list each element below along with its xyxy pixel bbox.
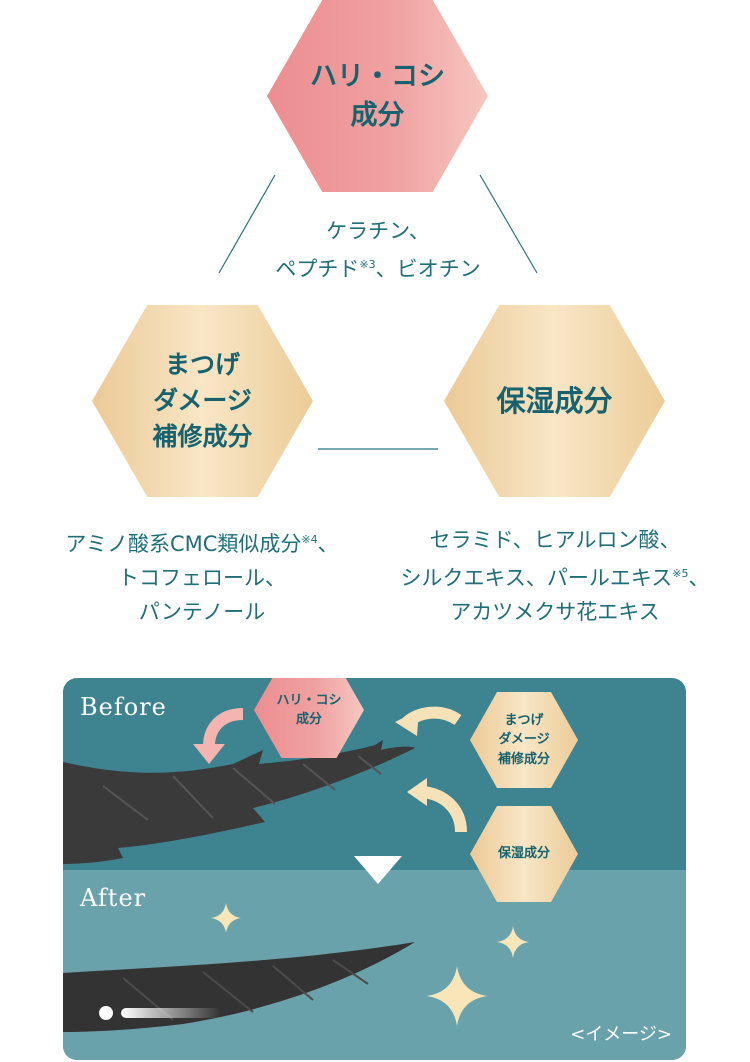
damage-repair-ingredient-line-3: パンテノール <box>138 600 266 624</box>
moisturizing-label: 保湿成分 <box>496 383 613 418</box>
sparkle-icon <box>211 903 241 933</box>
before-label: Before <box>80 693 167 721</box>
image-note: <イメージ> <box>570 1024 672 1045</box>
firmness-ingredient-line-2: ペプチド※3、ビオチン <box>275 257 481 281</box>
damaged-lash-icon <box>63 740 415 864</box>
moisturizing-ingredient-list: セラミド、ヒアルロン酸、 シルクエキス、パールエキス※5、 アカツメクサ花エキス <box>380 523 730 629</box>
sparkle-icon <box>427 966 487 1026</box>
before-after-panel: Before After <box>63 678 686 1060</box>
firmness-ingredient-hexagon: ハリ・コシ 成分 <box>267 0 488 192</box>
illustration-graphics <box>63 706 529 1032</box>
firmness-ingredient-list: ケラチン、 ペプチド※3、ビオチン <box>228 214 528 286</box>
damage-repair-ingredient-line-2: トコフェロール、 <box>118 566 286 590</box>
damage-repair-ingredient-list: アミノ酸系CMC類似成分※4、 トコフェロール、 パンテノール <box>32 523 372 629</box>
gold-curved-arrow-bottom-icon <box>407 778 467 833</box>
moisturizing-ingredient-line-2: シルクエキス、パールエキス※5、 <box>400 566 710 590</box>
damage-repair-ingredient-line-1: アミノ酸系CMC類似成分※4、 <box>65 532 339 556</box>
pink-curved-arrow-icon <box>193 708 244 764</box>
sparkle-icon <box>497 926 529 958</box>
after-section-background <box>63 870 686 1060</box>
moisturizing-badge: 保湿成分 <box>470 806 578 902</box>
moisturizing-ingredient-line-1: セラミド、ヒアルロン酸、 <box>429 528 681 552</box>
damage-repair-label: まつげ ダメージ 補修成分 <box>152 349 253 452</box>
moisturizing-ingredient-line-3: アカツメクサ花エキス <box>450 600 660 624</box>
gold-curved-arrow-top-icon <box>395 706 462 736</box>
firmness-ingredient-label: ハリ・コシ 成分 <box>310 60 445 131</box>
healthy-lash-icon <box>63 942 415 1032</box>
firmness-ingredient-line-1: ケラチン、 <box>326 219 430 243</box>
triangle-down-icon <box>354 856 402 884</box>
connector-lines <box>218 174 538 450</box>
after-label: After <box>80 884 147 912</box>
damage-repair-badge: まつげ ダメージ 補修成分 <box>470 692 578 788</box>
